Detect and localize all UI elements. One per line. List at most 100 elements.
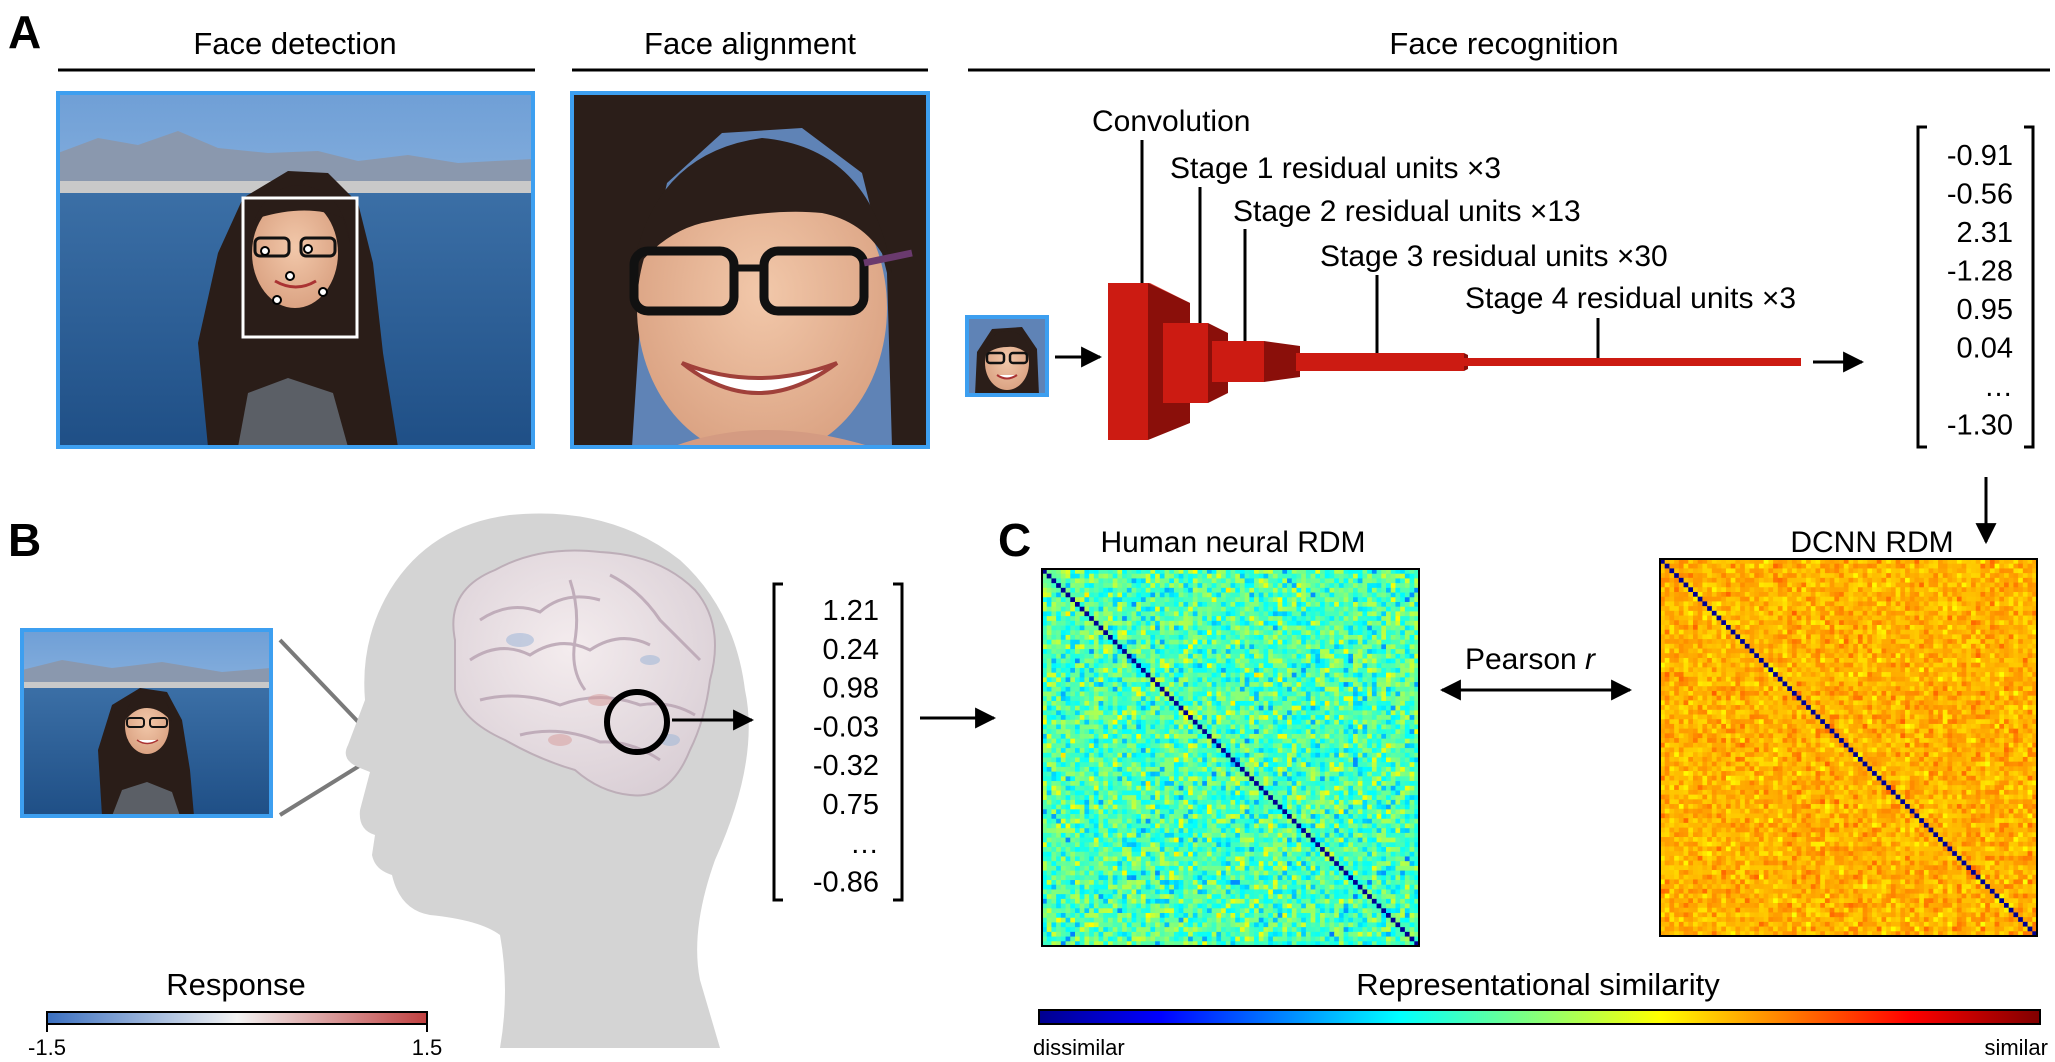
rdm-cell: [1126, 587, 1132, 593]
rdm-cell: [1272, 832, 1279, 839]
rdm-cell: [1079, 847, 1085, 853]
rdm-cell: [1192, 658, 1198, 664]
rdm-cell: [1277, 672, 1283, 678]
rdm-cell: [1136, 611, 1142, 617]
rdm-cell: [1348, 616, 1354, 622]
rdm-cell: [1376, 771, 1382, 777]
rdm-cell: [1310, 832, 1316, 839]
rdm-cell: [1329, 696, 1335, 702]
rdm-cell: [1183, 663, 1189, 669]
rdm-cell: [1239, 601, 1246, 608]
rdm-cell: [1056, 573, 1062, 579]
rdm-cell: [1065, 672, 1071, 678]
rdm-cell: [1244, 705, 1250, 711]
rdm-cell: [1263, 757, 1269, 763]
rdm-cell: [1272, 724, 1279, 730]
rdm-cell: [1178, 729, 1184, 735]
rdm-cell: [1338, 639, 1344, 645]
rdm-cell: [1183, 658, 1189, 664]
rdm-cell: [1305, 710, 1312, 716]
rdm-cell: [1414, 804, 1420, 810]
rdm-cell: [1131, 724, 1137, 730]
rdm-cell: [1320, 733, 1326, 740]
rdm-cell: [1291, 743, 1297, 749]
rdm-cell: [1249, 851, 1255, 857]
rdm-cell: [1159, 625, 1165, 631]
rdm-cell: [1188, 587, 1194, 593]
rdm-cell: [1136, 790, 1142, 796]
rdm-cell: [1188, 795, 1194, 801]
rdm-cell: [1188, 630, 1194, 636]
rdm-cell: [1065, 729, 1071, 735]
rdm-cell: [1239, 611, 1246, 617]
rdm-cell: [1230, 606, 1236, 612]
rdm-cell: [1362, 663, 1368, 669]
rdm-cell: [1079, 851, 1085, 857]
rdm-cell: [1395, 851, 1401, 857]
rdm-cell: [1089, 729, 1095, 735]
rdm-cell: [1235, 710, 1241, 716]
rdm-cell: [1353, 847, 1359, 853]
rdm-cell: [1065, 592, 1071, 598]
rdm-cell: [1343, 847, 1349, 853]
rdm-cell: [1244, 795, 1250, 801]
rdm-cell: [1051, 837, 1057, 843]
rdm-cell: [1282, 700, 1288, 707]
rdm-cell: [1343, 823, 1349, 829]
rdm-cell: [1249, 644, 1255, 650]
rdm-cell: [1268, 691, 1274, 697]
rdm-cell: [1324, 634, 1330, 641]
rdm-cell: [1324, 569, 1330, 575]
rdm-cell: [1353, 663, 1359, 669]
rdm-cell: [1329, 601, 1335, 608]
rdm-cell: [1183, 710, 1189, 716]
rdm-cell: [1277, 776, 1283, 782]
rdm-cell: [1136, 804, 1142, 810]
rdm-cell: [1291, 578, 1297, 584]
rdm-cell: [1225, 700, 1231, 707]
rdm-cell: [1296, 620, 1302, 626]
rdm-cell: [1376, 729, 1382, 735]
rdm-cell: [1206, 743, 1213, 749]
rdm-cell: [1042, 804, 1048, 810]
rdm-cell: [1367, 748, 1373, 754]
rdm-cell: [1386, 752, 1392, 758]
rdm-cell: [1070, 672, 1076, 678]
rdm-cell: [1310, 851, 1316, 857]
rdm-cell: [1042, 785, 1048, 791]
rdm-cell: [1287, 776, 1293, 782]
rdm-cell: [1098, 658, 1104, 664]
rdm-cell: [1065, 639, 1071, 645]
rdm-cell: [1301, 587, 1307, 593]
rdm-cell: [1414, 691, 1420, 697]
rdm-cell: [1386, 578, 1392, 584]
rdm-cell: [1046, 667, 1052, 674]
rdm-cell: [1296, 573, 1302, 579]
rdm-cell: [1164, 799, 1170, 806]
rdm-cell: [1291, 766, 1297, 773]
rdm-cell: [1169, 790, 1175, 796]
rdm-cell: [1079, 686, 1085, 692]
rdm-cell: [1338, 620, 1344, 626]
rdm-cell: [1305, 649, 1312, 655]
rdm-cell: [1211, 832, 1217, 839]
rdm-cell: [1150, 847, 1156, 853]
rdm-cell: [1164, 776, 1170, 782]
rdm-cell: [1117, 790, 1123, 796]
rdm-cell: [1376, 667, 1382, 674]
rdm-cell: [1329, 667, 1335, 674]
rdm-cell: [1221, 573, 1227, 579]
rdm-cell: [1107, 724, 1114, 730]
rdm-cell: [1305, 606, 1312, 612]
rdm-cell: [1249, 639, 1255, 645]
rdm-cell: [1042, 842, 1048, 848]
rdm-cell: [1235, 592, 1241, 598]
rdm-cell: [1282, 569, 1288, 575]
rdm-cell: [1272, 606, 1279, 612]
rdm-cell: [1089, 616, 1095, 622]
rdm-cell: [1414, 587, 1420, 593]
rdm-cell: [1202, 653, 1208, 659]
rdm-cell: [1263, 710, 1269, 716]
rdm-cell: [1145, 748, 1151, 754]
rdm-cell: [1131, 762, 1137, 768]
